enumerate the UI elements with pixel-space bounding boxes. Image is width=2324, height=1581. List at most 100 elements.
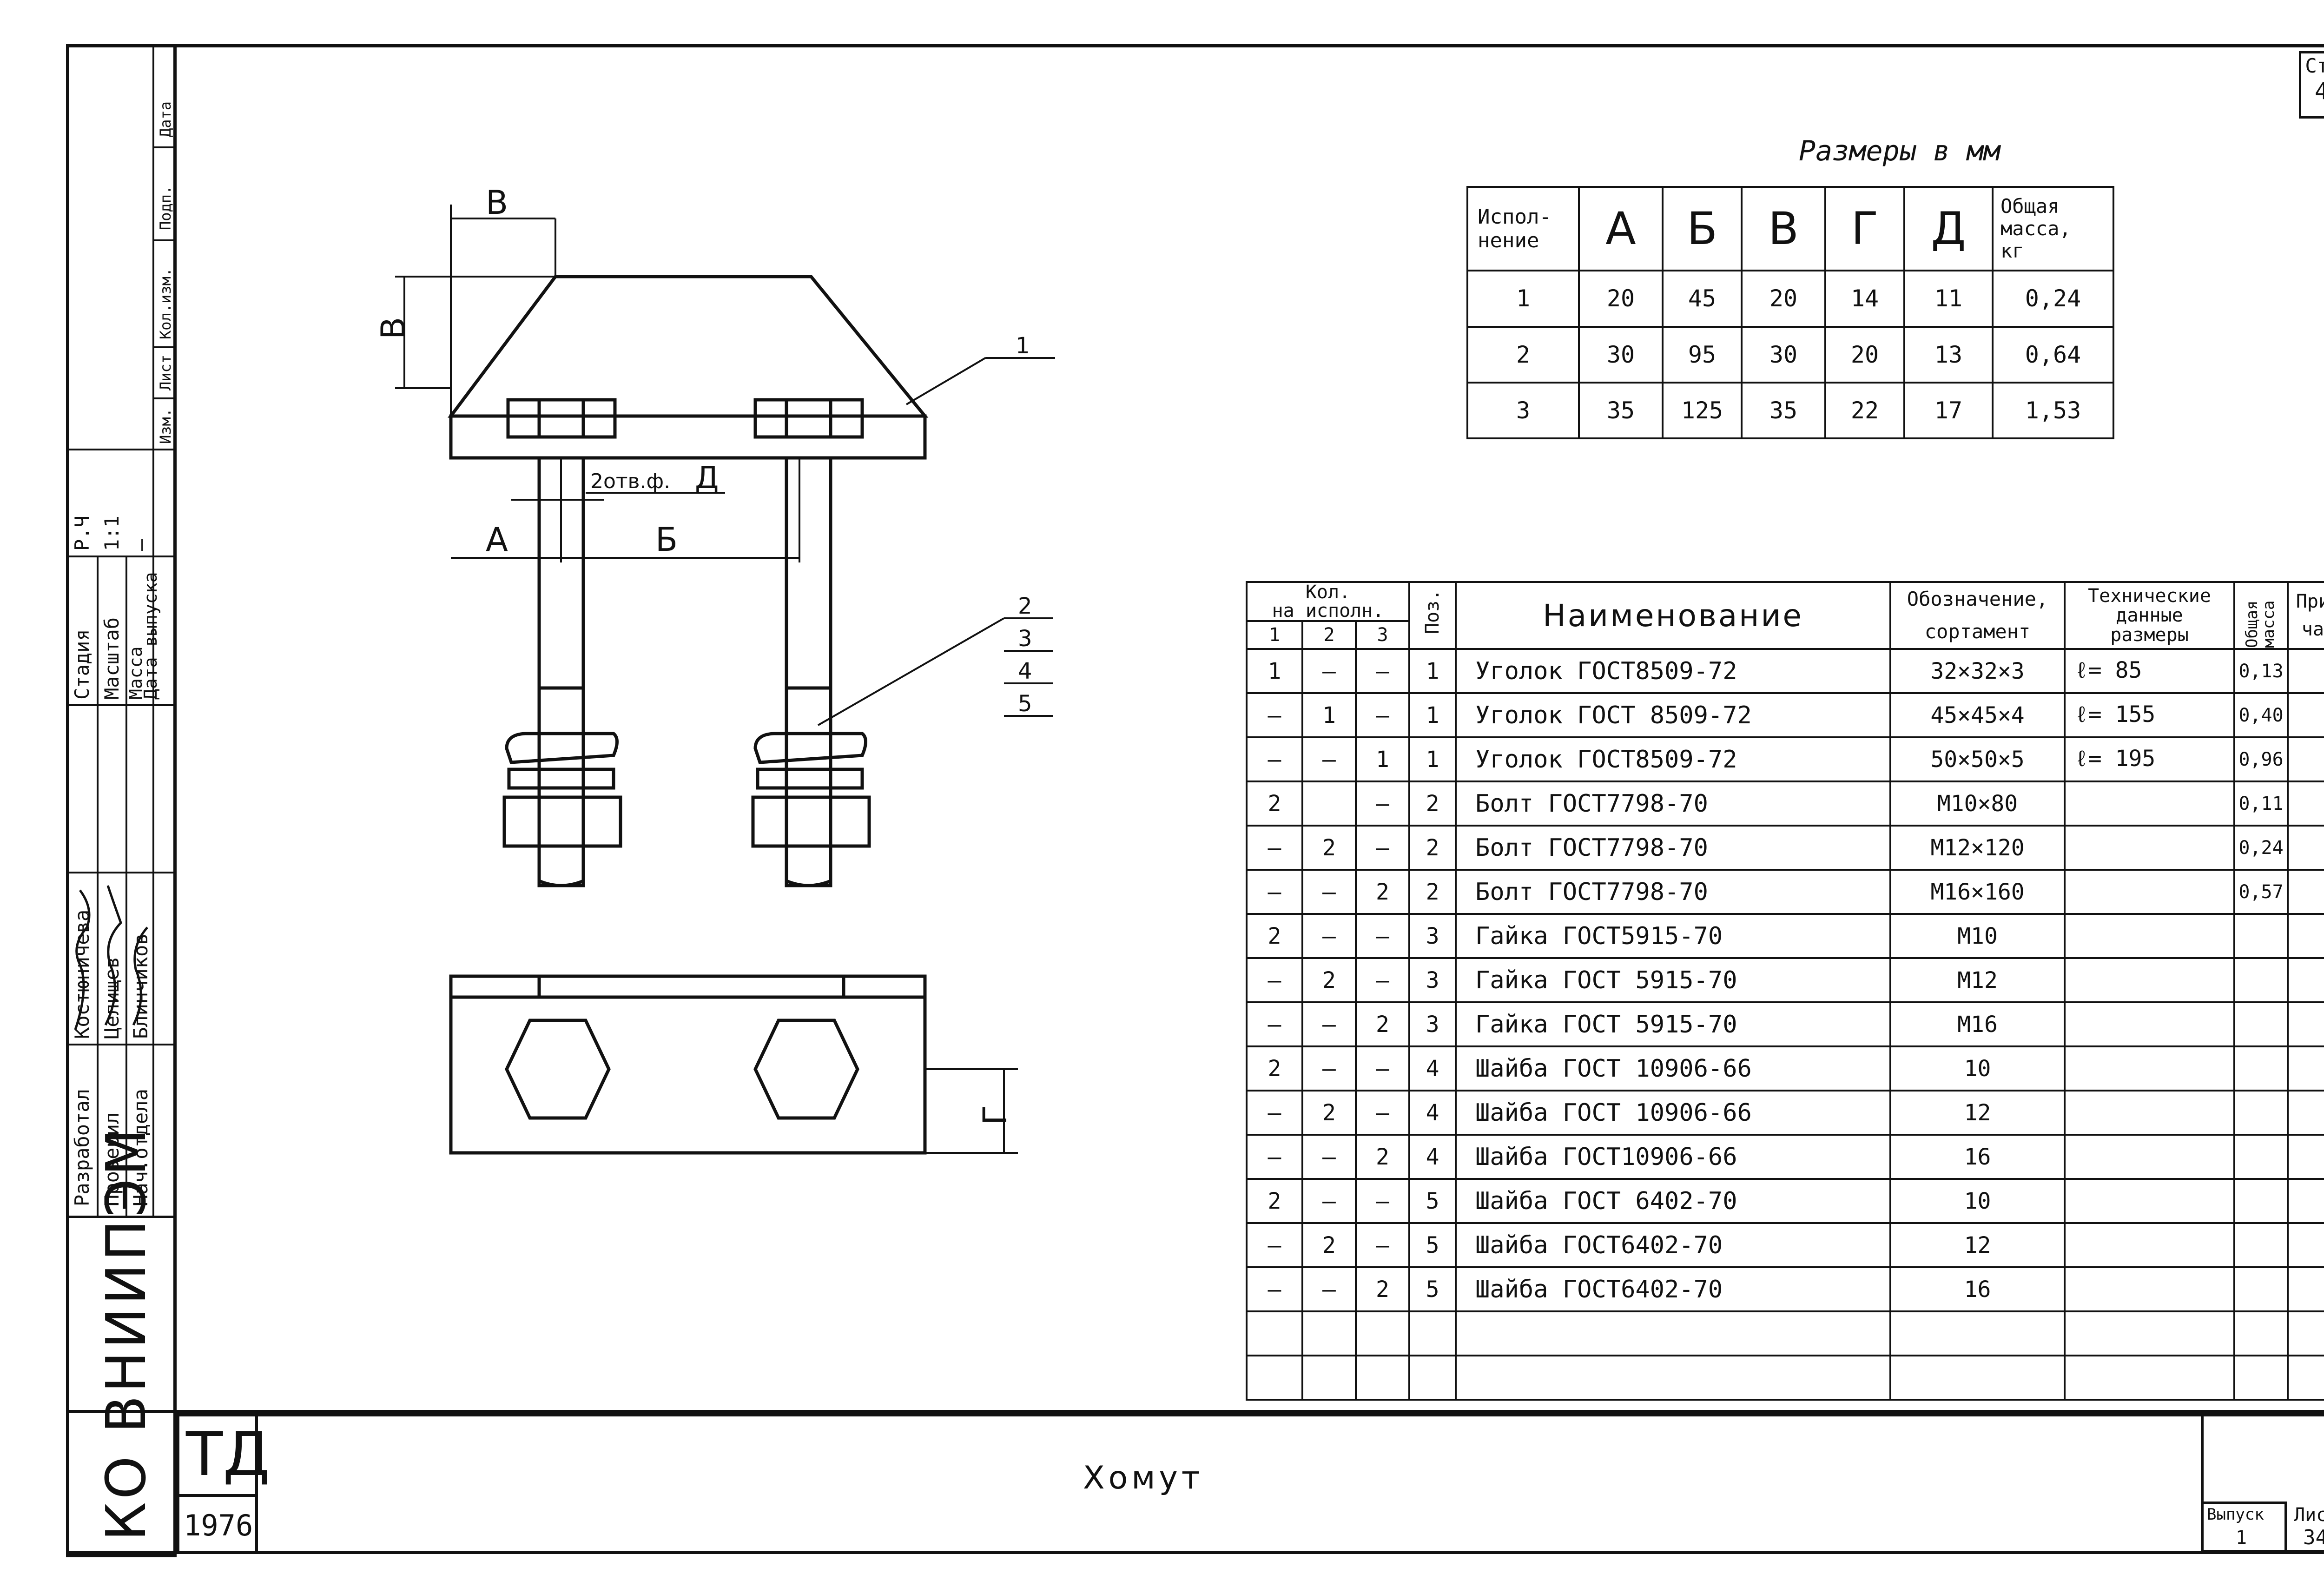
spec-cell: Гайка ГОСТ 5915-70 xyxy=(1455,957,1892,1003)
dims-header-row: Испол- нение А Б В Г Д Общая масса, кг xyxy=(1466,185,2114,272)
spec-cell xyxy=(1889,1310,2066,1356)
spec-cell: — xyxy=(1246,1090,1303,1136)
spec-cell: 0,13 xyxy=(2233,648,2289,694)
spec-cell: Гайка ГОСТ 5915-70 xyxy=(1455,1001,1892,1047)
spec-cell xyxy=(2287,1001,2324,1047)
spec-cell: — xyxy=(1246,692,1303,738)
side-rev-label: Лист xyxy=(157,354,174,390)
spec-cell: 2 xyxy=(1354,1134,1411,1180)
spec-cell: 0,40 xyxy=(2233,692,2289,738)
dims-cell: 30 xyxy=(1578,325,1664,384)
spec-cell: — xyxy=(1246,1001,1303,1047)
spec-cell: — xyxy=(1301,1134,1357,1180)
clamp-drawing: В В А Б 2отв.ф. Д Г 1 2 3 4 5 xyxy=(374,184,1055,1155)
dims-row: 2 30 95 30 20 13 0,64 xyxy=(1466,325,2114,384)
spec-cell: 1 xyxy=(1408,648,1457,694)
side-rev-divider xyxy=(152,397,177,399)
spec-cell: 5 xyxy=(1408,1266,1457,1312)
side-role: Нач.отдела xyxy=(129,1089,152,1206)
spec-header-designation: Обозначение, сортамент xyxy=(1889,581,2066,650)
dims-header: В xyxy=(1741,185,1826,272)
page-number-value: 48 xyxy=(2314,78,2324,105)
spec-cell: 16 xyxy=(1889,1266,2066,1312)
spec-cell xyxy=(1408,1355,1457,1401)
spec-cell: — xyxy=(1301,736,1357,782)
spec-cell xyxy=(2233,1045,2289,1091)
spec-cell: М10 xyxy=(1889,913,2066,959)
spec-cell: М16 xyxy=(1889,1001,2066,1047)
spec-cell: 0,57 xyxy=(2233,869,2289,915)
spec-cell: — xyxy=(1354,1222,1411,1268)
spec-cell: — xyxy=(1301,869,1357,915)
dims-cell: 2 xyxy=(1466,325,1580,384)
title-year-cell xyxy=(177,1494,258,1554)
washer-left xyxy=(507,767,615,790)
dims-header: Г xyxy=(1824,185,1905,272)
spec-header-col2: 2 xyxy=(1301,620,1357,650)
spec-cell: 4 xyxy=(1408,1045,1457,1091)
spec-cell: М12 xyxy=(1889,957,2066,1003)
spec-cell xyxy=(2233,1001,2289,1047)
side-col-divider xyxy=(97,556,99,1216)
dims-header: А xyxy=(1578,185,1664,272)
spec-cell: Шайба ГОСТ10906-66 xyxy=(1455,1134,1892,1180)
side-meta-value: — xyxy=(129,539,152,551)
spec-cell: 4 xyxy=(1408,1090,1457,1136)
spec-cell xyxy=(2233,1266,2289,1312)
spec-cell: — xyxy=(1246,1266,1303,1312)
spec-cell xyxy=(2064,1355,2236,1401)
nut-right xyxy=(751,795,871,848)
spec-cell: Болт ГОСТ7798-70 xyxy=(1455,869,1892,915)
side-rev-label: Подп. xyxy=(157,185,174,230)
spec-cell xyxy=(2064,1045,2236,1091)
spec-cell: Шайба ГОСТ 10906-66 xyxy=(1455,1045,1892,1091)
spec-cell: 2 xyxy=(1354,869,1411,915)
hole-label: 2отв.ф. xyxy=(590,470,670,493)
washer-right xyxy=(756,767,864,790)
spec-cell: ℓ= 85 xyxy=(2064,648,2236,694)
dim-g: Г xyxy=(976,1105,1014,1125)
dims-cell: 1,53 xyxy=(1992,381,2114,440)
spec-cell xyxy=(1455,1310,1892,1356)
spec-cell xyxy=(1354,1310,1411,1356)
spec-cell: — xyxy=(1301,1045,1357,1091)
spec-cell: — xyxy=(1246,869,1303,915)
dims-header: Б xyxy=(1662,185,1743,272)
dims-cell: 20 xyxy=(1824,325,1905,384)
side-meta-value: Р.Ч xyxy=(71,516,93,551)
side-col-divider xyxy=(125,556,127,1216)
side-org-divider xyxy=(66,1216,177,1218)
dims-cell: 45 xyxy=(1662,270,1743,328)
spec-cell: — xyxy=(1354,1178,1411,1224)
bottom-frame-line xyxy=(66,1551,2324,1554)
spec-cell xyxy=(2064,781,2236,827)
spec-cell: 2 xyxy=(1246,913,1303,959)
side-rev-divider xyxy=(152,346,177,348)
spec-header-ispoln-label: исполн. xyxy=(1305,600,1384,621)
dims-cell: 0,24 xyxy=(1992,270,2114,328)
spec-cell xyxy=(2287,781,2324,827)
hex-nut-left xyxy=(505,1019,611,1120)
spring-washer-right xyxy=(753,732,867,764)
spec-header-subrow: 1 2 3 xyxy=(1246,620,2324,650)
spec-cell: 2 xyxy=(1354,1266,1411,1312)
spec-cell: 3 xyxy=(1408,913,1457,959)
spec-cell: — xyxy=(1246,957,1303,1003)
spec-header-kol-label: Кол. xyxy=(1305,582,1351,603)
spec-cell xyxy=(2287,648,2324,694)
side-rev-divider xyxy=(152,146,177,148)
spec-cell: — xyxy=(1354,825,1411,871)
title-name: Хомут xyxy=(1083,1460,1204,1496)
spec-cell xyxy=(2064,1090,2236,1136)
spec-header-name: Наименование xyxy=(1455,581,1892,650)
spec-cell: 3 xyxy=(1408,957,1457,1003)
spec-cell xyxy=(2233,1134,2289,1180)
spec-cell: 1 xyxy=(1246,648,1303,694)
spec-cell xyxy=(2287,736,2324,782)
spec-cell xyxy=(2064,913,2236,959)
spec-cell: 2 xyxy=(1246,781,1303,827)
